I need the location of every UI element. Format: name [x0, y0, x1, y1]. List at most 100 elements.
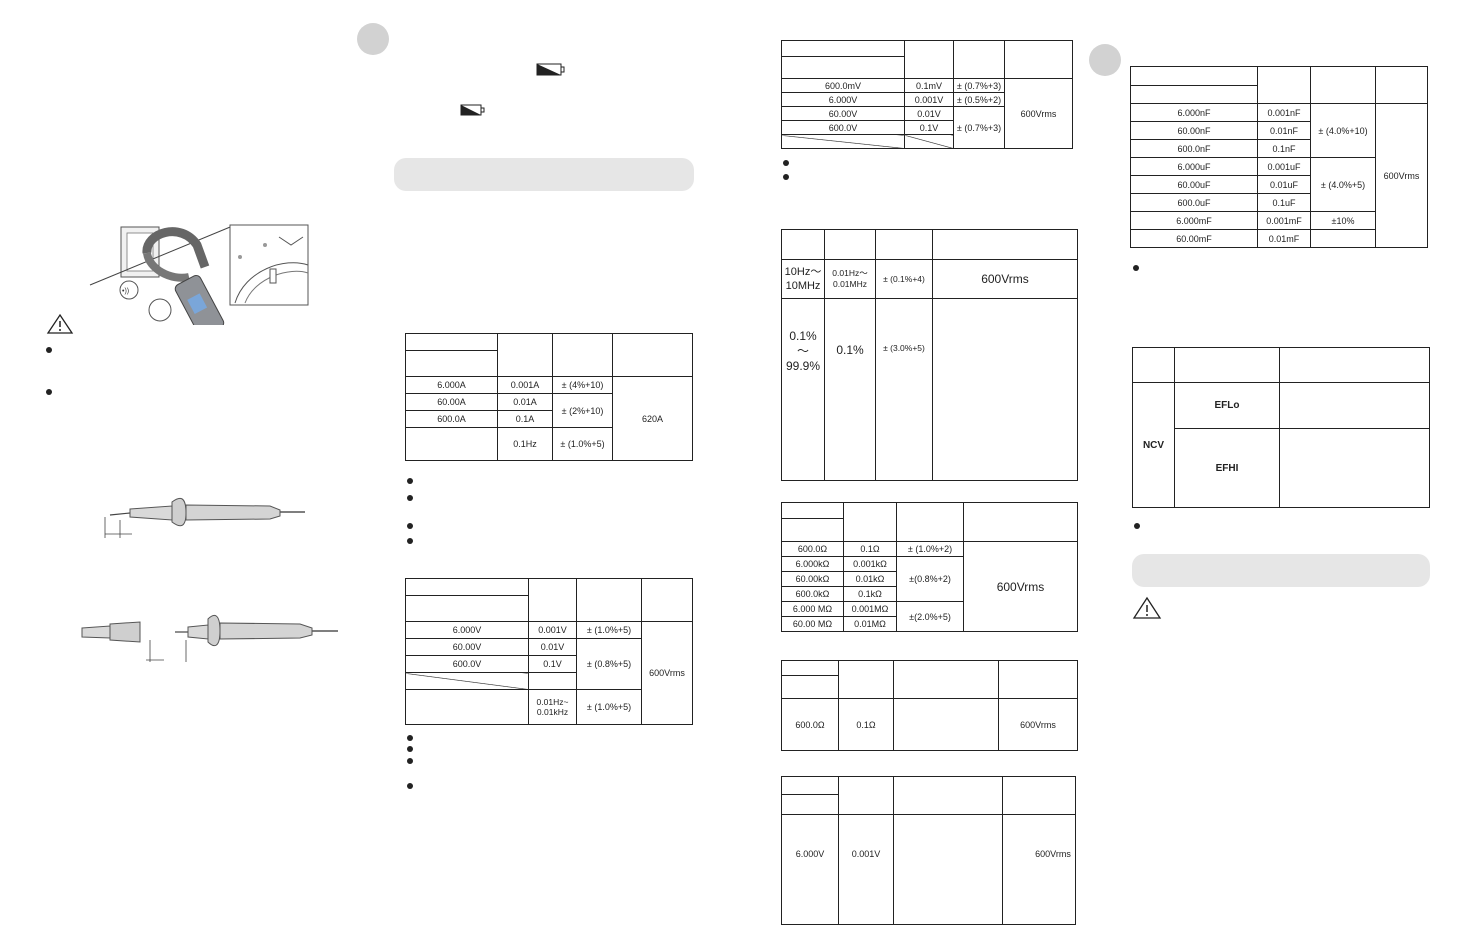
empty-table-cell — [612, 333, 693, 377]
empty-table-cell — [1002, 776, 1076, 815]
warning-icon — [46, 313, 74, 334]
empty-table-cell — [1004, 40, 1073, 79]
empty-table-cell — [1132, 347, 1175, 383]
table-cell: 620A — [612, 376, 693, 461]
table-cell: 600.0A — [405, 410, 498, 428]
table-cell: 0.1Ω — [843, 541, 897, 557]
table-cell: 600Vrms — [963, 541, 1078, 632]
empty-table-cell — [1375, 66, 1428, 104]
table-cell: 60.00V — [405, 638, 529, 656]
bullet-point — [1133, 265, 1139, 271]
table-cell: 0.001MΩ — [843, 601, 897, 617]
table-cell: 0.01MΩ — [843, 616, 897, 632]
bullet-point — [1134, 523, 1140, 529]
empty-table-cell — [1279, 347, 1430, 383]
empty-table-cell — [781, 229, 825, 260]
svg-text:•)): •)) — [122, 288, 129, 295]
empty-table-cell — [528, 578, 577, 622]
table-cell: 6.000uF — [1130, 157, 1258, 176]
table-cell: 6.000kΩ — [781, 556, 844, 572]
table-cell: 600.0Ω — [781, 541, 844, 557]
bullet-point — [783, 174, 789, 180]
empty-table-cell — [1310, 229, 1376, 248]
table-cell: 0.1Ω — [838, 698, 894, 751]
table-cell: 600.0Ω — [781, 698, 839, 751]
table-cell: 6.000 MΩ — [781, 601, 844, 617]
table-cell: 60.00kΩ — [781, 571, 844, 587]
table-cell: 0.1mV — [904, 78, 954, 93]
empty-table-cell — [824, 229, 876, 260]
empty-table-cell — [904, 134, 954, 149]
table-cell: 0.01nF — [1257, 121, 1311, 140]
bullet-point — [407, 758, 413, 764]
bullet-point — [407, 495, 413, 501]
table-cell: 60.00uF — [1130, 175, 1258, 194]
empty-table-cell — [528, 672, 577, 690]
test-probe-illustration — [104, 497, 305, 538]
table-cell: ± (3.0%+5) — [875, 298, 933, 481]
page-marker-circle — [357, 23, 389, 55]
table-cell: 0.1kΩ — [843, 586, 897, 602]
table-cell: ± (0.1%+4) — [875, 259, 933, 299]
empty-table-cell — [1279, 428, 1430, 508]
table-cell: 0.1nF — [1257, 139, 1311, 158]
empty-table-cell — [497, 333, 553, 377]
empty-table-cell — [838, 660, 894, 699]
table-cell: 0.1Hz — [497, 427, 553, 461]
empty-table-cell — [781, 56, 905, 79]
empty-table-cell — [781, 675, 839, 699]
bullet-point — [407, 735, 413, 741]
empty-table-cell — [893, 814, 1003, 925]
bullet-point — [407, 523, 413, 529]
empty-table-cell — [781, 518, 844, 542]
table-cell: 10Hz～ 10MHz — [781, 259, 825, 299]
table-cell: ± (1.0%+5) — [552, 427, 613, 461]
table-cell: 6.000V — [781, 92, 905, 107]
table-cell: ± (0.5%+2) — [953, 92, 1005, 107]
bullet-point — [46, 389, 52, 395]
empty-table-cell — [838, 776, 894, 815]
table-cell: ± (4.0%+5) — [1310, 157, 1376, 212]
empty-table-cell — [405, 578, 529, 596]
empty-table-cell — [781, 40, 905, 57]
empty-table-cell — [1279, 382, 1430, 429]
empty-table-cell — [932, 229, 1078, 260]
table-cell: 6.000V — [781, 814, 839, 925]
empty-table-cell — [953, 40, 1005, 79]
empty-table-cell — [781, 134, 905, 149]
empty-table-cell — [893, 698, 999, 751]
table-cell: ± (1.0%+2) — [896, 541, 964, 557]
table-cell: ± (0.7%+3) — [953, 78, 1005, 93]
warning-icon — [1132, 596, 1162, 619]
table-cell: 0.1% ～ 99.9% — [781, 298, 825, 481]
table-cell: ± (0.7%+3) — [953, 106, 1005, 149]
table-cell: 0.1V — [528, 655, 577, 673]
empty-table-cell — [405, 333, 498, 351]
empty-table-cell — [781, 794, 839, 815]
table-cell: 600.0kΩ — [781, 586, 844, 602]
bullet-point — [407, 538, 413, 544]
empty-table-cell — [1174, 347, 1280, 383]
table-cell: ± (4.0%+10) — [1310, 103, 1376, 158]
table-cell: 60.00V — [781, 106, 905, 121]
table-cell: 6.000A — [405, 376, 498, 394]
bullet-point — [407, 478, 413, 484]
bullet-point — [46, 347, 52, 353]
empty-table-cell — [781, 502, 844, 519]
table-cell: 0.001A — [497, 376, 553, 394]
bullet-point — [407, 783, 413, 789]
empty-table-cell — [405, 689, 529, 725]
page-marker-circle — [1089, 44, 1121, 76]
table-cell: 0.1V — [904, 120, 954, 135]
table-cell: 0.01A — [497, 393, 553, 411]
table-cell: 600Vrms — [998, 698, 1078, 751]
empty-table-cell — [963, 502, 1078, 542]
table-cell: 600Vrms — [932, 259, 1078, 299]
table-cell: ± (4%+10) — [552, 376, 613, 394]
empty-table-cell — [932, 298, 1078, 481]
empty-table-cell — [998, 660, 1078, 699]
table-cell: 0.1A — [497, 410, 553, 428]
